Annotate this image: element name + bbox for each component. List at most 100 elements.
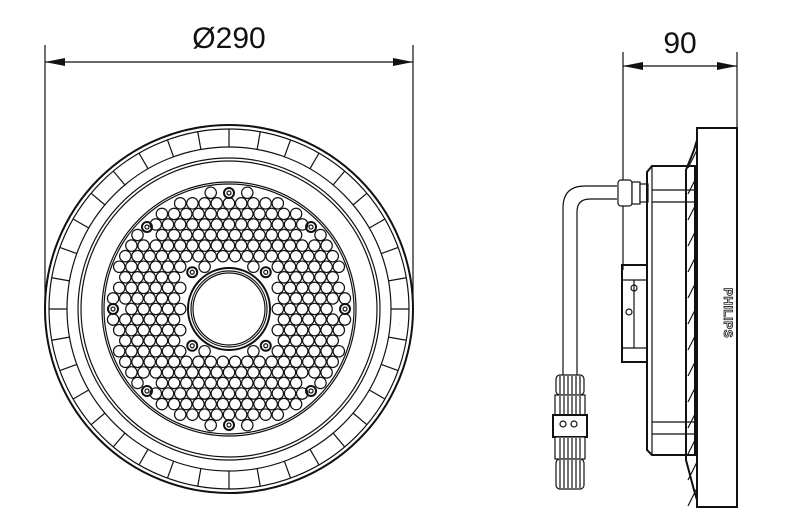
- led: [186, 239, 199, 252]
- led: [167, 397, 181, 411]
- led: [326, 313, 339, 326]
- fin-divider: [332, 170, 346, 186]
- led: [234, 239, 248, 252]
- connector-ridges: [559, 376, 581, 488]
- screw-center: [308, 224, 314, 230]
- led: [289, 207, 303, 221]
- led: [289, 228, 303, 242]
- fin-divider: [388, 277, 407, 282]
- led: [265, 355, 278, 369]
- led: [326, 271, 339, 284]
- fin-edge: [687, 149, 698, 169]
- fin-edge: [687, 487, 698, 507]
- led: [198, 197, 211, 210]
- led: [247, 387, 260, 400]
- led: [180, 376, 193, 390]
- led: [167, 376, 181, 390]
- led: [253, 228, 266, 242]
- led: [186, 197, 199, 210]
- led: [247, 218, 260, 231]
- led: [259, 218, 272, 231]
- led: [131, 228, 144, 242]
- led: [167, 271, 181, 284]
- led: [198, 387, 211, 400]
- led: [119, 313, 132, 326]
- led: [283, 323, 297, 337]
- led: [210, 239, 224, 252]
- led: [173, 260, 187, 274]
- led: [125, 239, 138, 252]
- fin-edge: [687, 279, 698, 299]
- fin-divider: [381, 246, 399, 255]
- led: [173, 408, 187, 421]
- led: [155, 397, 169, 411]
- led: [271, 302, 285, 316]
- fin-divider: [309, 448, 320, 466]
- led: [271, 408, 285, 421]
- fin-edge: [687, 331, 698, 351]
- fin-divider: [59, 246, 77, 255]
- led: [173, 281, 187, 295]
- led: [210, 408, 224, 421]
- screw: [339, 303, 351, 315]
- led: [277, 271, 291, 284]
- led: [308, 239, 321, 252]
- screw: [305, 220, 318, 233]
- led: [271, 344, 285, 358]
- led: [228, 228, 242, 242]
- led: [125, 323, 138, 337]
- led: [137, 281, 150, 295]
- led: [271, 218, 285, 231]
- led: [277, 376, 291, 390]
- led: [314, 334, 327, 347]
- center-hole: [187, 267, 271, 351]
- led: [295, 218, 309, 231]
- led: [131, 334, 144, 347]
- led: [137, 323, 150, 337]
- led: [332, 281, 346, 295]
- led: [277, 249, 291, 263]
- led: [173, 239, 187, 252]
- led: [259, 239, 272, 252]
- led: [283, 281, 297, 295]
- led: [149, 323, 163, 337]
- screw: [186, 339, 199, 352]
- led: [149, 302, 163, 316]
- led: [308, 302, 321, 316]
- led: [295, 281, 309, 295]
- led: [167, 355, 181, 369]
- led: [308, 260, 321, 274]
- led: [173, 302, 187, 316]
- led: [320, 239, 333, 252]
- led: [259, 366, 272, 379]
- fin-edge: [687, 435, 698, 455]
- led: [289, 271, 303, 284]
- led: [295, 366, 309, 379]
- led: [112, 344, 126, 358]
- outer-rim-inner: [48, 128, 410, 490]
- led: [326, 292, 339, 305]
- led: [301, 292, 315, 305]
- screw: [259, 339, 272, 352]
- led: [180, 355, 193, 369]
- led: [338, 313, 352, 326]
- fin-divider: [352, 412, 368, 426]
- led: [308, 366, 321, 379]
- led: [167, 334, 181, 347]
- led: [253, 249, 266, 263]
- led: [228, 355, 242, 369]
- screw: [259, 266, 272, 279]
- led: [204, 376, 217, 390]
- led: [119, 249, 132, 263]
- led: [277, 228, 291, 242]
- led: [241, 228, 254, 242]
- fin-divider: [112, 432, 126, 448]
- fin-divider: [368, 389, 386, 400]
- led: [155, 313, 169, 326]
- led: [271, 239, 285, 252]
- led: [314, 376, 327, 390]
- led: [253, 355, 266, 369]
- led-panel-edge-inner: [103, 183, 355, 435]
- fin-divider: [59, 363, 77, 372]
- led: [283, 344, 297, 358]
